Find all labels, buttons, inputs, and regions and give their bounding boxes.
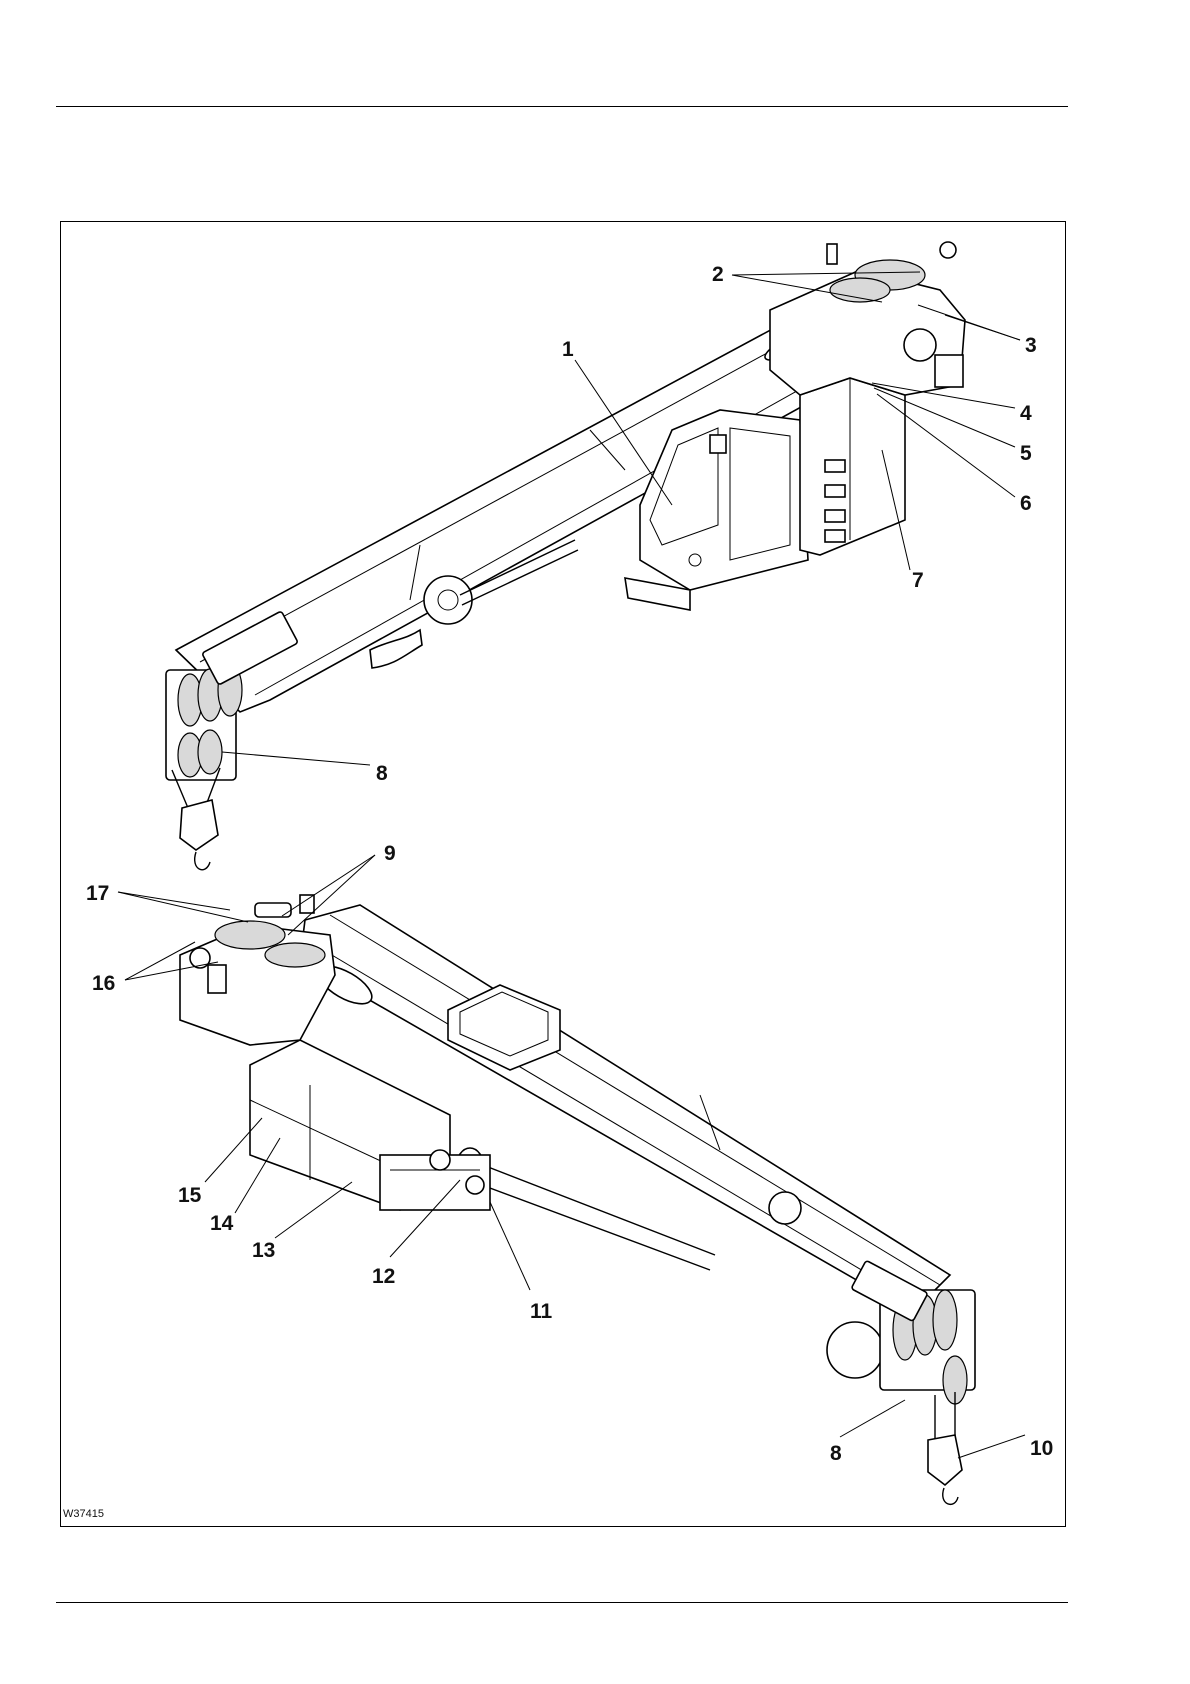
crane-view-lower — [180, 895, 975, 1504]
callout-4: 4 — [1020, 402, 1032, 425]
callout-13: 13 — [252, 1239, 275, 1262]
callout-16: 16 — [92, 972, 115, 995]
callout-14: 14 — [210, 1212, 234, 1235]
callout-7: 7 — [912, 569, 924, 592]
lower-boom-head — [827, 1260, 975, 1404]
upper-superstructure — [770, 242, 965, 555]
callout-8-lower: 8 — [830, 1442, 842, 1465]
callout-1: 1 — [562, 338, 574, 361]
lower-hook-block — [928, 1392, 962, 1504]
callout-10: 10 — [1030, 1437, 1053, 1460]
figure-reference: W37415 — [63, 1508, 104, 1520]
crane-view-upper — [166, 242, 965, 870]
upper-hook-block — [172, 768, 220, 870]
callout-3: 3 — [1025, 334, 1037, 357]
callout-12: 12 — [372, 1265, 395, 1288]
callout-6: 6 — [1020, 492, 1032, 515]
callout-5: 5 — [1020, 442, 1032, 465]
callout-15: 15 — [178, 1184, 202, 1207]
callout-8-upper: 8 — [376, 762, 388, 785]
callout-17: 17 — [86, 882, 109, 905]
callout-2: 2 — [712, 263, 724, 286]
callout-9: 9 — [384, 842, 396, 865]
callout-11: 11 — [530, 1300, 553, 1323]
